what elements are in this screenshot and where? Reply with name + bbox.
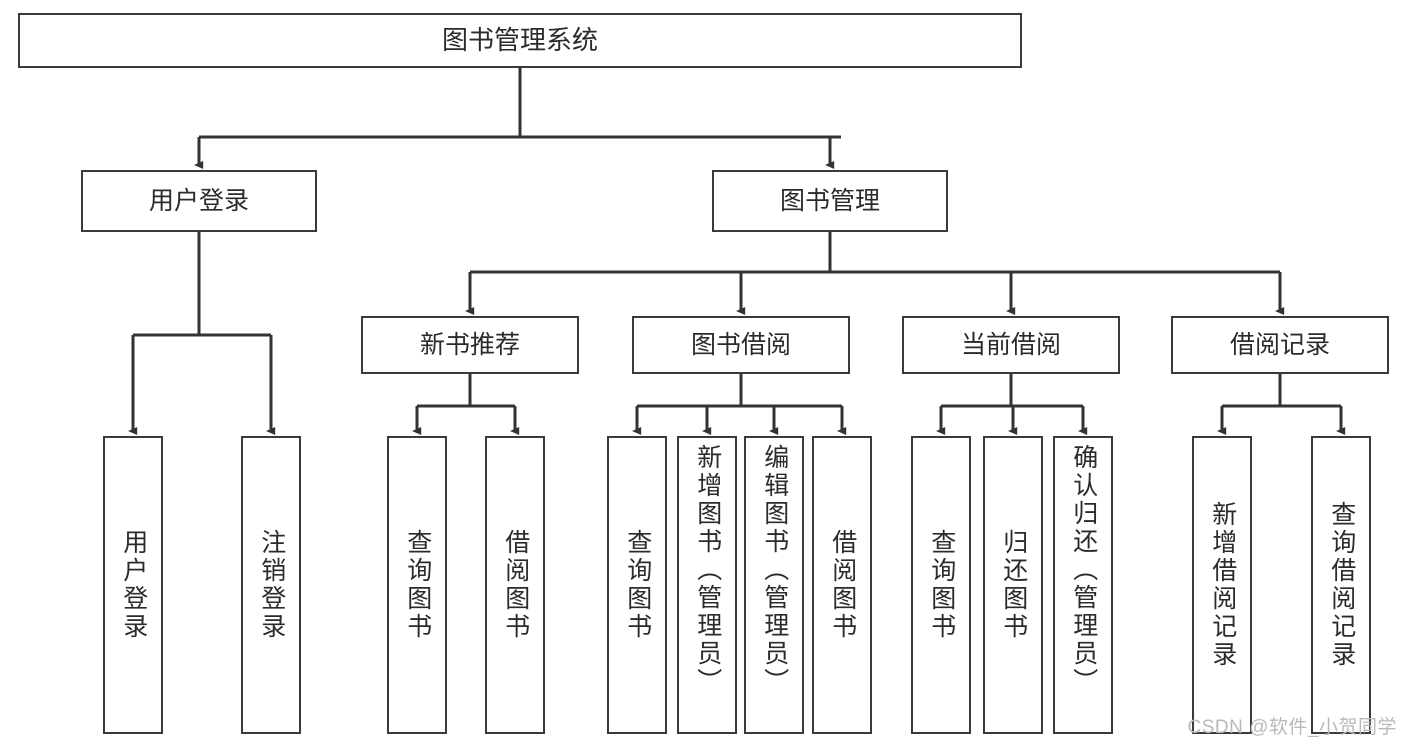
node-leaf-borrow-book-rec[interactable]: 借阅图书 <box>485 436 545 734</box>
node-leaf-borrow-book-rec-label: 借阅图书 <box>501 529 530 641</box>
node-leaf-query-record[interactable]: 查询借阅记录 <box>1311 436 1371 734</box>
node-leaf-add-book[interactable]: 新增图书（管理员） <box>677 436 737 734</box>
node-leaf-user-logout[interactable]: 注销登录 <box>241 436 301 734</box>
node-book-borrow[interactable]: 图书借阅 <box>632 316 850 374</box>
node-user-login-label: 用户登录 <box>148 186 249 215</box>
node-leaf-query-book-current[interactable]: 查询图书 <box>911 436 971 734</box>
node-root-label: 图书管理系统 <box>441 24 598 55</box>
node-leaf-add-book-label: 新增图书（管理员） <box>693 444 722 696</box>
node-user-login[interactable]: 用户登录 <box>81 170 317 232</box>
node-borrow-record-label: 借阅记录 <box>1229 330 1330 359</box>
node-leaf-return-book-label: 归还图书 <box>999 529 1028 641</box>
node-leaf-user-login-label: 用户登录 <box>119 529 148 641</box>
node-leaf-query-book-current-label: 查询图书 <box>927 529 956 641</box>
node-leaf-query-book-rec[interactable]: 查询图书 <box>387 436 447 734</box>
node-leaf-edit-book-label: 编辑图书（管理员） <box>760 444 789 696</box>
node-new-book-recommend-label: 新书推荐 <box>419 330 520 359</box>
node-leaf-add-record[interactable]: 新增借阅记录 <box>1192 436 1252 734</box>
node-leaf-return-book[interactable]: 归还图书 <box>983 436 1043 734</box>
node-leaf-query-book-borrow[interactable]: 查询图书 <box>607 436 667 734</box>
node-new-book-recommend[interactable]: 新书推荐 <box>361 316 579 374</box>
node-leaf-query-record-label: 查询借阅记录 <box>1327 501 1356 669</box>
node-leaf-query-book-rec-label: 查询图书 <box>403 529 432 641</box>
node-leaf-user-login[interactable]: 用户登录 <box>103 436 163 734</box>
node-current-borrow[interactable]: 当前借阅 <box>902 316 1120 374</box>
node-root[interactable]: 图书管理系统 <box>18 13 1022 68</box>
node-leaf-edit-book[interactable]: 编辑图书（管理员） <box>744 436 804 734</box>
node-current-borrow-label: 当前借阅 <box>960 330 1061 359</box>
node-leaf-confirm-return[interactable]: 确认归还（管理员） <box>1053 436 1113 734</box>
node-book-manage-label: 图书管理 <box>779 186 880 215</box>
node-leaf-confirm-return-label: 确认归还（管理员） <box>1069 444 1098 696</box>
node-book-manage[interactable]: 图书管理 <box>712 170 948 232</box>
csdn-watermark: CSDN @软件_小贺同学 <box>1187 717 1397 738</box>
node-leaf-user-logout-label: 注销登录 <box>257 529 286 641</box>
node-leaf-borrow-book-label: 借阅图书 <box>828 529 857 641</box>
node-book-borrow-label: 图书借阅 <box>690 330 791 359</box>
node-leaf-borrow-book[interactable]: 借阅图书 <box>812 436 872 734</box>
node-leaf-add-record-label: 新增借阅记录 <box>1208 501 1237 669</box>
node-borrow-record[interactable]: 借阅记录 <box>1171 316 1389 374</box>
node-leaf-query-book-borrow-label: 查询图书 <box>623 529 652 641</box>
